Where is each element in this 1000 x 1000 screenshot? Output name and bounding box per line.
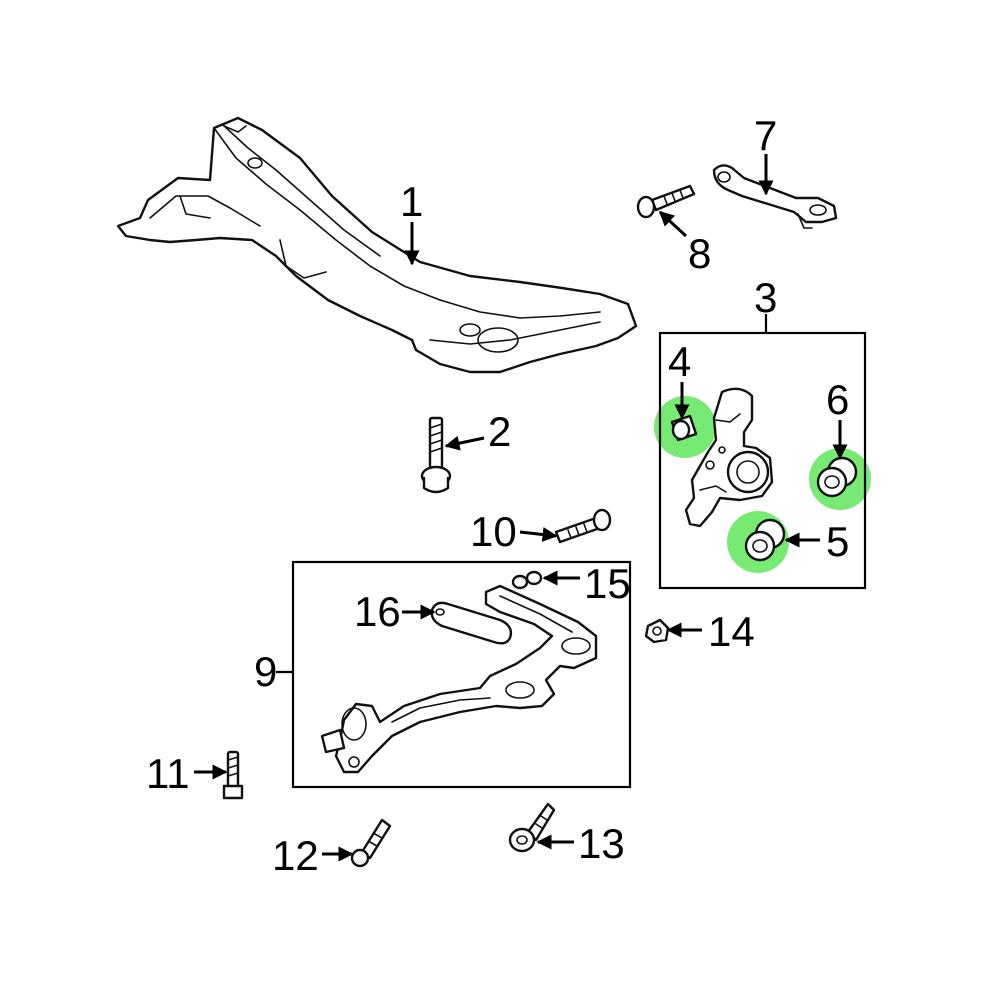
callout-11: 11	[146, 750, 190, 797]
bolt-part-11[interactable]	[222, 750, 244, 800]
bushing-part-4[interactable]	[670, 414, 698, 442]
knuckle-part[interactable]	[684, 387, 774, 528]
callout-15: 15	[584, 560, 631, 607]
bolt-part-8[interactable]	[636, 184, 696, 219]
nut-part-15[interactable]	[511, 570, 543, 590]
knuckle-assembly-box	[658, 331, 867, 590]
callout-16: 16	[354, 588, 401, 635]
callout-4: 4	[668, 338, 691, 385]
callout-7: 7	[754, 112, 777, 159]
crossmember-part-1[interactable]	[116, 116, 638, 374]
bolt-part-10[interactable]	[554, 508, 612, 544]
callout-14: 14	[708, 608, 755, 655]
callout-8: 8	[688, 230, 711, 277]
bolt-part-2[interactable]	[420, 416, 452, 494]
trailing-arm-part-9[interactable]	[320, 584, 598, 774]
plate-part-16[interactable]	[430, 601, 513, 645]
callout-10: 10	[470, 508, 517, 555]
callout-1: 1	[400, 178, 423, 225]
nut-part-14[interactable]	[644, 618, 670, 644]
callout-12: 12	[272, 832, 319, 879]
callout-3: 3	[754, 274, 777, 321]
bolt-part-12[interactable]	[350, 818, 392, 868]
link-arm-part-7[interactable]	[712, 164, 838, 229]
leader-10	[519, 527, 558, 542]
callout-2: 2	[488, 408, 511, 455]
callout-9: 9	[254, 648, 277, 695]
trailing-arm-box	[291, 560, 632, 789]
leader-8	[658, 210, 688, 238]
bolt-part-13[interactable]	[508, 802, 556, 853]
callout-13: 13	[578, 820, 625, 867]
bushing-part-5[interactable]	[744, 518, 786, 562]
leader-2	[444, 435, 485, 451]
callout-5: 5	[826, 518, 849, 565]
callout-6: 6	[826, 376, 849, 423]
